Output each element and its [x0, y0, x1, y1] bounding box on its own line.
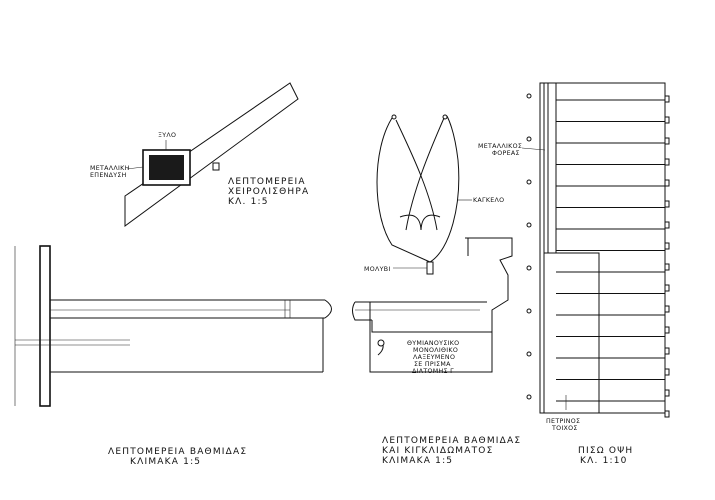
- marble-label-4: ΣΕ ΠΡΙΣΜΑ: [414, 361, 451, 368]
- railing-detail: ΚΑΓΚΕΛΟ ΜΟΛΥΒΙ ΘΥΜΙΑΝΟΥΣΙΚΟ ΜΟΝΟΛΙΘΙΚΟ Λ…: [352, 114, 521, 466]
- rear-tick: [664, 368, 670, 376]
- rear-ticks: [664, 95, 670, 418]
- rear-ring: [526, 265, 532, 271]
- metal-leader: [126, 166, 144, 170]
- marble-label-5: ΔΙΑΤΟΜΗΣ Γ: [412, 368, 454, 375]
- stone-wall-label-1: ΠΕΤΡΙΝΟΣ: [546, 418, 580, 425]
- railing-caption-2: ΚΑΙ ΚΙΓΚΛΙΔΩΜΑΤΟΣ: [382, 446, 493, 456]
- anchor-circle: [377, 339, 385, 347]
- rear-tick: [664, 242, 670, 250]
- metal-cover-label-2: ΕΠΕΝΔΥΣΗ: [90, 172, 127, 179]
- rear-tick: [664, 158, 670, 166]
- railing-top-ring-2: [442, 114, 448, 120]
- metal-frame-label-1: ΜΕΤΑΛΛΙΚΟΣ: [478, 143, 522, 150]
- lead-label: ΜΟΛΥΒΙ: [364, 266, 391, 273]
- rear-tick: [664, 95, 670, 103]
- rear-tick: [664, 389, 670, 397]
- handrail-title-1: ΛΕΠΤΟΜΕΡΕΙΑ: [228, 177, 306, 187]
- metal-cover-label-1: ΜΕΤΑΛΛΙΚΗ: [90, 165, 130, 172]
- rear-steps: [556, 99, 665, 402]
- railing-outer-loop: [376, 115, 460, 263]
- step-slab: [352, 301, 493, 373]
- rear-tick: [664, 137, 670, 145]
- anchor-hook: [377, 344, 384, 356]
- railing-inner-strand-2: [405, 117, 445, 231]
- rear-tick: [664, 200, 670, 208]
- marble-prism: [371, 237, 513, 333]
- rear-tick: [664, 410, 670, 418]
- rear-view: ΜΕΤΑΛΛΙΚΟΣ ΦΟΡΕΑΣ ΠΕΤΡΙΝΟΣ ΤΟΙΧΟΣ ΠΙΣΩ Ο…: [478, 82, 670, 466]
- wood-core: [149, 155, 184, 180]
- railing-caption-3: ΚΛΙΜΑΚΑ 1:5: [382, 456, 453, 466]
- wood-label: ΞΥΛΟ: [158, 132, 176, 139]
- handrail-scale: ΚΛ. 1:5: [228, 197, 269, 207]
- railing-inner-strand-1: [395, 119, 438, 231]
- rear-ring: [526, 93, 532, 99]
- rear-tick: [664, 179, 670, 187]
- railing-label: ΚΑΓΚΕΛΟ: [473, 197, 504, 204]
- step-detail: ΛΕΠΤΟΜΕΡΕΙΑ ΒΑΘΜΙΔΑΣ ΚΛΙΜΑΚΑ 1:5: [14, 245, 332, 467]
- rear-tick: [664, 284, 670, 292]
- rear-tick: [664, 116, 670, 124]
- rear-ring: [526, 222, 532, 228]
- rear-ring: [526, 308, 532, 314]
- rear-tick: [664, 347, 670, 355]
- metal-frame-label-2: ΦΟΡΕΑΣ: [492, 150, 520, 157]
- step-caption-2: ΚΛΙΜΑΚΑ 1:5: [130, 457, 201, 467]
- rear-ring: [526, 394, 532, 400]
- stone-wall-label-2: ΤΟΙΧΟΣ: [551, 425, 578, 432]
- rear-tick: [664, 221, 670, 229]
- lead-anchor: [426, 261, 434, 275]
- rear-rings: [526, 93, 532, 400]
- marble-label-1: ΘΥΜΙΑΝΟΥΣΙΚΟ: [407, 340, 459, 347]
- handrail-title-2: ΧΕΙΡΟΛΙΣΘΗΡΑ: [228, 187, 309, 197]
- wall-section: [39, 245, 51, 407]
- bracket: [212, 162, 220, 171]
- metal-frame-leader: [521, 147, 546, 151]
- step-nosing: [324, 299, 332, 319]
- marble-label-2: ΜΟΝΟΛΙΘΙΚΟ: [413, 347, 458, 354]
- marble-label-3: ΛΑΞΕΥΜΕΝΟ: [413, 354, 455, 361]
- rear-ring: [526, 136, 532, 142]
- rear-tick: [664, 263, 670, 271]
- railing-ornament: [399, 214, 441, 231]
- rear-tick: [664, 305, 670, 313]
- stone-wall: [543, 252, 600, 414]
- rear-tick: [664, 326, 670, 334]
- railing-top-ring-1: [391, 114, 397, 120]
- handrail-stringer: [124, 82, 299, 227]
- rear-ring: [526, 179, 532, 185]
- rear-caption-1: ΠΙΣΩ ΟΨΗ: [578, 446, 633, 456]
- rear-ring: [526, 351, 532, 357]
- handrail-detail: ΞΥΛΟ ΜΕΤΑΛΛΙΚΗ ΕΠΕΝΔΥΣΗ ΛΕΠΤΟΜΕΡΕΙΑ ΧΕΙΡ…: [90, 82, 309, 227]
- rear-caption-2: ΚΛ. 1:10: [580, 456, 628, 466]
- step-caption-1: ΛΕΠΤΟΜΕΡΕΙΑ ΒΑΘΜΙΔΑΣ: [108, 447, 247, 457]
- railing-caption-1: ΛΕΠΤΟΜΕΡΕΙΑ ΒΑΘΜΙΔΑΣ: [382, 436, 521, 446]
